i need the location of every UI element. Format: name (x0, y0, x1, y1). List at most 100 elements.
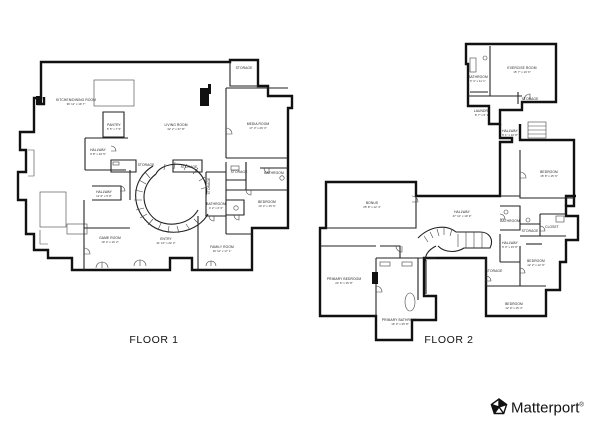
svg-text:8' 7" x 5' 1": 8' 7" x 5' 1" (475, 113, 489, 117)
floor-1-exterior-wall (16, 58, 294, 272)
toilet-fixture (233, 205, 239, 211)
svg-text:5' 4" x 11' 1": 5' 4" x 11' 1" (470, 79, 486, 83)
room-primary-bathroom: PRIMARY BATHROOM 16' 0" x 25' 8" (382, 318, 418, 326)
bathtub-fixture (469, 57, 477, 73)
floor-2-doors (375, 171, 546, 293)
svg-text:MEDIA ROOM: MEDIA ROOM (247, 122, 270, 126)
room-hallway-mid-f2: HALLWAY 47' 11" x 19' 9" (453, 210, 472, 218)
room-storage-a: STORAGE (138, 163, 155, 167)
room-bathroom-b: BATHROOM 4' 2" x 6' 6" (206, 202, 226, 210)
svg-text:STORAGE: STORAGE (522, 97, 539, 101)
svg-text:HALLWAY: HALLWAY (454, 210, 471, 214)
room-storage-d: STORAGE (207, 177, 211, 194)
svg-text:BEDROOM: BEDROOM (505, 302, 523, 306)
door-swing (523, 93, 531, 101)
primary-bathtub (404, 292, 416, 312)
room-hallway-top-f2: HALLWAY 5' 1" x 16' 8" (502, 129, 519, 137)
floor-2-top-interior (468, 46, 522, 104)
floor-2-rear-staircase (527, 121, 547, 139)
svg-text:STORAGE: STORAGE (522, 229, 539, 233)
svg-text:LAUNDRY: LAUNDRY (474, 109, 491, 113)
kitchen-counter (66, 223, 88, 235)
room-bedroom-f1: BEDROOM 13' 3" x 15' 6" (258, 200, 276, 208)
toilet-fixture (279, 175, 285, 181)
svg-text:HALLWAY: HALLWAY (502, 241, 519, 245)
room-labels: STORAGE KITCHEN/DINING ROOM 36' 11" x 19… (56, 66, 559, 326)
svg-text:5' 1" x 16' 8": 5' 1" x 16' 8" (502, 133, 518, 137)
toilet-fixture (503, 209, 509, 215)
matterport-logo-icon (490, 398, 508, 415)
floor-2-interior-walls (320, 150, 574, 316)
svg-text:15' 11" x 17' 1": 15' 11" x 17' 1" (213, 249, 232, 253)
svg-text:HALLWAY: HALLWAY (90, 148, 107, 152)
svg-text:12' 2" x 12' 9": 12' 2" x 12' 9" (527, 263, 544, 267)
room-hallway-middle: HALLWAY 11' 6" x 5' 8" (96, 190, 113, 198)
floor-1-interior-walls (83, 62, 288, 270)
svg-text:BEDROOM: BEDROOM (540, 170, 558, 174)
room-kitchen-dining: KITCHEN/DINING ROOM 36' 11" x 19' 7" (56, 98, 96, 106)
room-storage-a-f2: STORAGE (522, 229, 539, 233)
svg-text:BATHROOM: BATHROOM (500, 219, 520, 223)
svg-text:GAME ROOM: GAME ROOM (99, 236, 121, 240)
room-storage-b: STORAGE (181, 165, 198, 169)
room-closet: CLOSET (545, 225, 559, 229)
room-exercise: EXERCISE ROOM 15' 7" x 19' 6" (507, 66, 536, 74)
svg-text:STORAGE: STORAGE (181, 165, 198, 169)
svg-text:BEDROOM: BEDROOM (258, 200, 276, 204)
room-bedroom-r1: BEDROOM 15' 8" x 15' 6" (540, 170, 558, 178)
svg-text:FAMILY ROOM: FAMILY ROOM (210, 245, 234, 249)
room-bonus: BONUS 25' 8" x 12' 4" (363, 201, 380, 209)
svg-text:19' 4" x 16' 2": 19' 4" x 16' 2" (101, 240, 118, 244)
toilet-fixture (525, 217, 531, 223)
matterport-wordmark: Matterport® (511, 400, 584, 417)
svg-text:13' 3" x 15' 6": 13' 3" x 15' 6" (258, 204, 275, 208)
toilet-fixture (482, 55, 488, 61)
svg-text:15' 8" x 15' 6": 15' 8" x 15' 6" (540, 174, 557, 178)
svg-text:KITCHEN/DINING ROOM: KITCHEN/DINING ROOM (56, 98, 96, 102)
svg-text:5' 3" x 15' 8": 5' 3" x 15' 8" (502, 245, 518, 249)
sink-fixture (230, 165, 240, 171)
svg-text:5' 5" x 7' 5": 5' 5" x 7' 5" (107, 127, 121, 131)
svg-text:CLOSET: CLOSET (545, 225, 559, 229)
matterport-logo: Matterport® (490, 398, 584, 417)
svg-text:STORAGE: STORAGE (207, 177, 211, 194)
svg-text:15' 7" x 19' 6": 15' 7" x 19' 6" (513, 70, 530, 74)
room-bathroom-r: BATHROOM (500, 219, 520, 223)
floor-1-title: FLOOR 1 (129, 334, 178, 346)
living-fireplace (200, 88, 209, 106)
room-entry: ENTRY 21' 10" x 22' 3" (156, 237, 175, 245)
svg-text:STORAGE: STORAGE (236, 66, 253, 70)
svg-text:25' 8" x 12' 4": 25' 8" x 12' 4" (363, 205, 380, 209)
room-family: FAMILY ROOM 15' 11" x 17' 1" (210, 245, 234, 253)
room-laundry: LAUNDRY 8' 7" x 5' 1" (474, 109, 491, 117)
vanity-fixture (379, 261, 391, 267)
svg-text:HALLWAY: HALLWAY (96, 190, 113, 194)
svg-text:42' 2" x 37' 8": 42' 2" x 37' 8" (167, 127, 184, 131)
svg-text:LIVING ROOM: LIVING ROOM (164, 123, 187, 127)
room-primary-bedroom: PRIMARY BEDROOM 24' 6" x 15' 8" (327, 277, 361, 285)
svg-text:HALLWAY: HALLWAY (502, 129, 519, 133)
floor-1-curved-staircase (134, 161, 209, 234)
svg-text:4' 2" x 6' 6": 4' 2" x 6' 6" (209, 206, 223, 210)
room-bathroom-top: BATHROOM 5' 4" x 11' 1" (468, 75, 488, 83)
vanity-fixture (401, 261, 413, 267)
svg-text:STORAGE: STORAGE (486, 269, 503, 273)
svg-text:BEDROOM: BEDROOM (527, 259, 545, 263)
room-storage-b-f2: STORAGE (486, 269, 503, 273)
svg-text:9' 8" x 10' 5": 9' 8" x 10' 5" (90, 152, 106, 156)
svg-text:BATHROOM: BATHROOM (264, 171, 284, 175)
svg-text:ENTRY: ENTRY (160, 237, 172, 241)
floor-2-exterior-wall (318, 124, 580, 342)
room-storage-top: STORAGE (236, 66, 253, 70)
kitchen-corner-counter (39, 230, 48, 245)
shower-fixture (555, 215, 565, 223)
room-hallway-s-f2: HALLWAY 5' 3" x 15' 8" (502, 241, 519, 249)
room-media: MEDIA ROOM 17' 3" x 26' 3" (247, 122, 270, 130)
primary-fireplace (372, 272, 378, 284)
room-bathroom-a: BATHROOM (264, 171, 284, 175)
floor-2-curved-staircase (417, 226, 493, 263)
room-pantry: PANTRY 5' 5" x 7' 5" (107, 123, 122, 131)
room-storage-c: STORAGE (231, 170, 248, 174)
room-storage-top-f2: STORAGE (522, 97, 539, 101)
